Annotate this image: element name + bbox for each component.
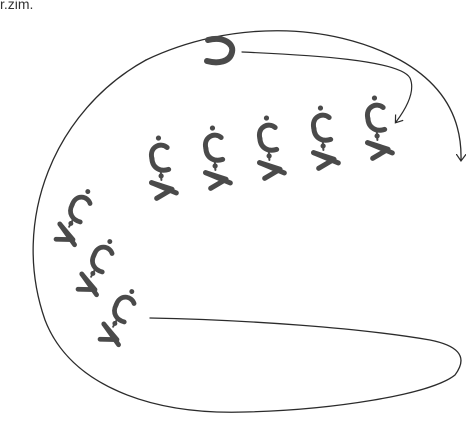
chain-unit <box>148 134 176 198</box>
seed-arrow <box>242 52 412 122</box>
side-chain-unit <box>75 235 123 298</box>
seed-glyph <box>207 39 232 62</box>
outer-loop-path <box>33 60 461 412</box>
side-chain <box>53 185 145 348</box>
side-chain-unit <box>53 185 101 248</box>
chain-unit <box>310 104 338 168</box>
chain-unit <box>202 124 230 188</box>
outer-loop-top <box>146 31 461 160</box>
vertical-chains <box>148 94 392 198</box>
chain-unit <box>256 114 284 178</box>
side-chain-unit <box>97 285 145 348</box>
top-label: r.zim. <box>0 0 33 12</box>
chain-unit <box>364 94 392 158</box>
